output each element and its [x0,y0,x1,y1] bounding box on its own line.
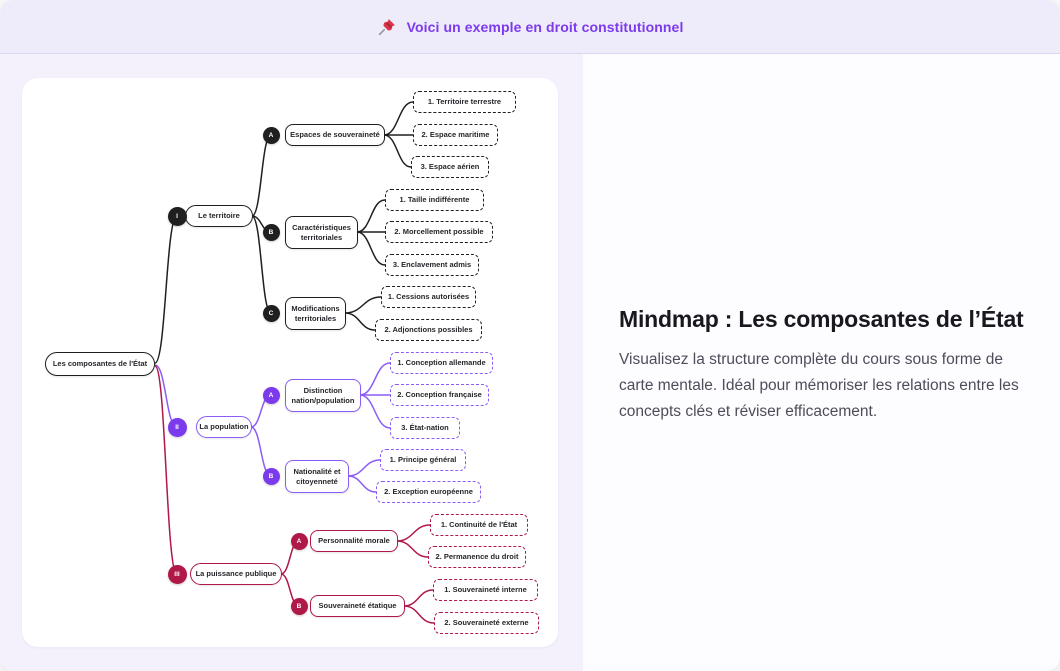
mindmap-node-dist-1[interactable]: 1. Conception allemande [390,352,493,374]
mindmap-node-perso-1[interactable]: 1. Continuité de l'État [430,514,528,536]
mindmap-badge-distinction: A [262,386,280,404]
mindmap-node-espaces-1[interactable]: 1. Territoire terrestre [413,91,516,113]
mindmap-node-espaces-2[interactable]: 2. Espace maritime [413,124,498,146]
mindmap-node-nationalite[interactable]: Nationalité et citoyenneté [285,460,349,493]
mindmap-edge [396,540,429,558]
mindmap-node-dist-2[interactable]: 2. Conception française [390,384,489,406]
mindmap-badge-territoire: I [167,206,187,226]
mindmap-badge-espaces: A [262,126,280,144]
mindmap-edge [403,589,434,607]
mindmap-node-souv-1[interactable]: 1. Souveraineté interne [433,579,538,601]
mindmap-edge [383,101,414,136]
mindmap-node-natio-2[interactable]: 2. Exception européenne [376,481,481,503]
mindmap-edge [359,362,391,396]
mindmap-node-root[interactable]: Les composantes de l'État [45,352,155,376]
mindmap-node-caracteristiques[interactable]: Caractéristiques territoriales [285,216,358,249]
mindmap-badge-population: II [167,417,187,437]
mindmap-node-territoire[interactable]: Le territoire [185,205,253,227]
banner-text: Voici un exemple en droit constitutionne… [406,18,684,35]
mindmap-badge-nationalite: B [262,467,280,485]
mindmap-edge [347,475,377,493]
mindmap-node-puissance[interactable]: La puissance publique [190,563,282,585]
detail-block: Mindmap : Les composantes de l’État Visu… [619,306,1031,425]
mindmap-edge [344,312,376,331]
mindmap-edge [396,524,431,542]
mindmap-node-souverainete[interactable]: Souveraineté étatique [310,595,405,617]
example-banner: Voici un exemple en droit constitutionne… [0,0,1060,54]
mindmap-badge-souverainete: B [290,597,308,615]
mindmap-node-caract-2[interactable]: 2. Morcellement possible [385,221,493,243]
mindmap-node-espaces[interactable]: Espaces de souveraineté [285,124,385,146]
mindmap-node-natio-1[interactable]: 1. Principe général [380,449,466,471]
mindmap-node-population[interactable]: La population [196,416,252,438]
mindmap-node-caract-1[interactable]: 1. Taille indifférente [385,189,484,211]
mindmap-edge [403,605,435,624]
mindmap-node-personnalite[interactable]: Personnalité morale [310,530,398,552]
mindmap-badge-personnalite: A [290,532,308,550]
mindmap-node-espaces-3[interactable]: 3. Espace aérien [411,156,489,178]
pushpin-icon [377,17,397,37]
mindmap-edge [251,134,272,217]
mindmap-edge [344,296,382,314]
mindmap-node-perso-2[interactable]: 2. Permanence du droit [428,546,526,568]
mindmap-node-souv-2[interactable]: 2. Souveraineté externe [434,612,539,634]
mindmap-badge-modifications: C [262,304,280,322]
detail-title: Mindmap : Les composantes de l’État [619,306,1024,332]
mindmap-node-modifications[interactable]: Modifications territoriales [285,297,346,330]
mindmap-edge [356,199,386,233]
mindmap-edge [359,394,391,429]
mindmap-node-caract-3[interactable]: 3. Enclavement admis [385,254,479,276]
mindmap-badge-caracteristiques: B [262,223,280,241]
mindmap-node-dist-3[interactable]: 3. État-nation [390,417,460,439]
mindmap-edge [154,215,178,364]
mindmap-node-distinction[interactable]: Distinction nation/population [285,379,361,412]
mindmap-edge [347,459,381,477]
mindmap-node-modif-1[interactable]: 1. Cessions autorisées [381,286,476,308]
mindmap-node-modif-2[interactable]: 2. Adjonctions possibles [375,319,482,341]
mindmap-badge-puissance: III [167,564,187,584]
mindmap-edge [356,231,386,266]
mindmap-edge [383,134,412,168]
detail-description: Visualisez la structure complète du cour… [619,351,1019,421]
detail-panel: Mindmap : Les composantes de l’État Visu… [583,54,1060,671]
